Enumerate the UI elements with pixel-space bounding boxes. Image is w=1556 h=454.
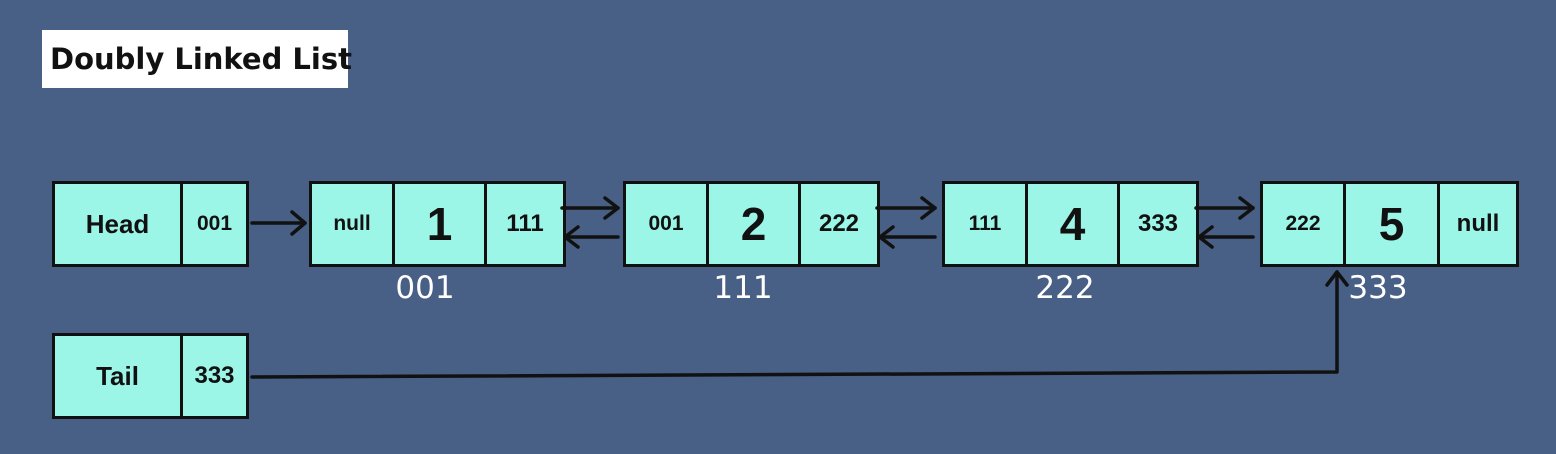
next-arrow-1-2 (560, 196, 620, 220)
head-to-first-arrow (250, 210, 307, 236)
prev-arrow-3-2 (878, 225, 937, 249)
tail-label: Tail (96, 360, 139, 391)
node-prev-pointer: 222 (1285, 212, 1321, 235)
node-prev-pointer: 001 (648, 212, 684, 235)
node-next-pointer: 222 (798, 184, 877, 264)
list-node-4: 222 5 null (1260, 181, 1519, 267)
list-node-1: null 1 111 (309, 181, 566, 267)
node-address-label: 001 (395, 270, 455, 306)
prev-arrow-2-1 (563, 225, 620, 249)
list-node-3: 111 4 333 (942, 181, 1199, 267)
node-address-label: 333 (1348, 270, 1408, 306)
head-pointer-box: Head 001 (52, 181, 249, 267)
tail-to-last-arrow (250, 270, 1349, 379)
node-prev-pointer: 111 (968, 212, 1002, 235)
node-value: 4 (1025, 184, 1117, 264)
node-next-pointer: 111 (484, 184, 563, 264)
tail-pointer-value: 333 (180, 336, 246, 416)
node-next-pointer: 333 (1117, 184, 1196, 264)
node-address-label: 222 (1035, 270, 1095, 306)
next-arrow-2-3 (875, 196, 937, 220)
node-address-label: 111 (713, 270, 773, 306)
node-value: 2 (706, 184, 798, 264)
head-label: Head (85, 208, 150, 239)
diagram-title: Doubly Linked List (42, 30, 352, 88)
node-prev-pointer: null (333, 212, 371, 235)
prev-arrow-4-3 (1197, 225, 1255, 249)
tail-pointer-box: Tail 333 (52, 333, 249, 419)
node-value: 5 (1343, 184, 1437, 264)
list-node-2: 001 2 222 (623, 181, 880, 267)
node-value: 1 (392, 184, 484, 264)
head-pointer-value: 001 (180, 184, 246, 264)
next-arrow-3-4 (1194, 196, 1255, 220)
node-next-pointer: null (1437, 184, 1516, 264)
